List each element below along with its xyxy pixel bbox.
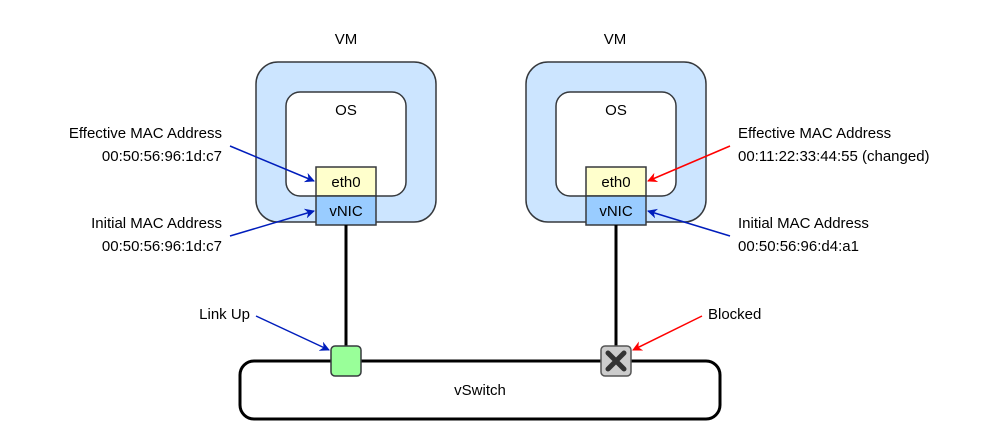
right-initial-mac-title: Initial MAC Address	[738, 215, 869, 232]
right-effective-mac-title: Effective MAC Address	[738, 125, 891, 142]
blocked-arrow	[632, 315, 703, 351]
link-up-label: Link Up	[199, 306, 250, 323]
blocked-x-icon	[605, 350, 627, 372]
left-effective-arrow	[229, 145, 315, 183]
vm-right-label: VM	[604, 31, 627, 48]
os-left-label: OS	[335, 102, 357, 119]
vnic-right-label: vNIC	[599, 203, 633, 220]
eth0-left-label: eth0	[331, 174, 360, 191]
right-initial-arrow	[647, 208, 731, 237]
left-initial-arrow	[229, 208, 315, 237]
port-link-up	[330, 345, 362, 377]
vnic-left-box	[315, 195, 377, 226]
right-initial-mac-value: 00:50:56:96:d4:a1	[738, 238, 859, 255]
link-up-arrow	[255, 315, 330, 351]
port-blocked	[600, 345, 632, 377]
vswitch-label: vSwitch	[454, 382, 506, 399]
eth0-right-label: eth0	[601, 174, 630, 191]
blocked-label: Blocked	[708, 306, 761, 323]
left-effective-mac-title: Effective MAC Address	[69, 125, 222, 142]
vm-right: VM OS eth0 vNIC	[525, 31, 707, 226]
left-initial-mac-value: 00:50:56:96:1d:c7	[102, 238, 222, 255]
vnic-right-box	[585, 195, 647, 226]
right-effective-arrow	[647, 145, 731, 183]
vnic-left-label: vNIC	[329, 203, 363, 220]
right-effective-mac-value: 00:11:22:33:44:55 (changed)	[738, 148, 930, 165]
left-initial-mac-title: Initial MAC Address	[91, 215, 222, 232]
vm-left: VM OS eth0 vNIC	[255, 31, 437, 226]
os-right-label: OS	[605, 102, 627, 119]
left-effective-mac-value: 00:50:56:96:1d:c7	[102, 148, 222, 165]
vm-left-label: VM	[335, 31, 358, 48]
